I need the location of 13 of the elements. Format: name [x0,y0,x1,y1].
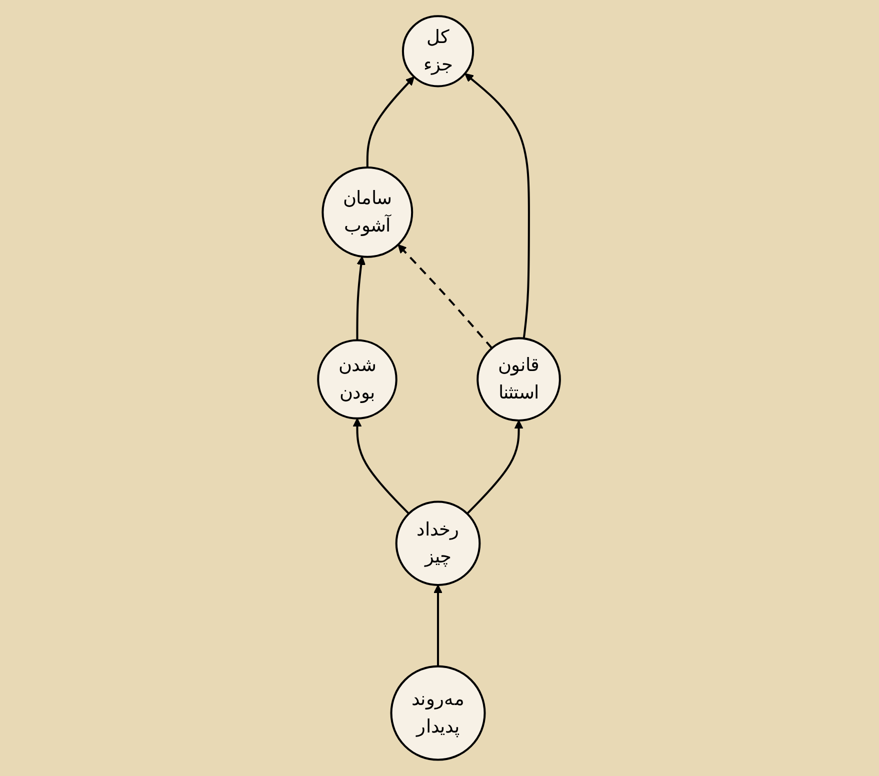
arrow [466,420,524,514]
arrow [465,73,530,339]
node-circle: سامان آشوب [322,166,414,258]
arrow [398,244,494,349]
node-circle: مەروند پدیدار [390,665,486,761]
arrow [366,76,415,168]
arrow [353,418,410,514]
node-circle: رخداد چیز [396,500,482,586]
node-circle: کل جزء [402,15,475,88]
arrow [434,584,443,666]
arrow [356,256,366,340]
node-circle: قانون استثنا [477,337,562,422]
node-circle: شدن بودن [318,339,398,420]
